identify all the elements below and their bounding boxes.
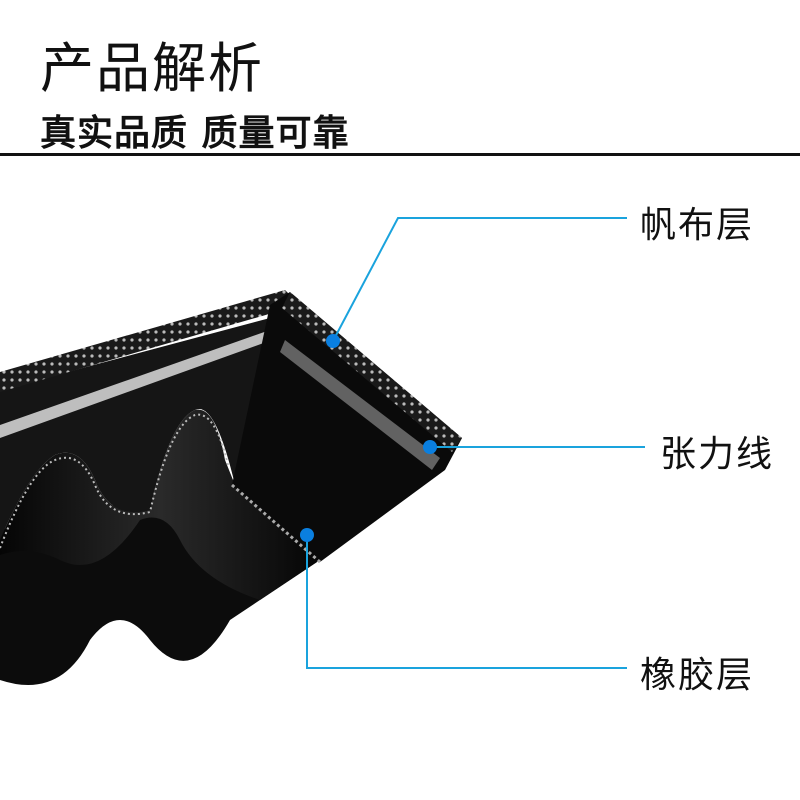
page-title: 产品解析 [40, 37, 264, 100]
callout-tension-cord [423, 440, 645, 454]
page-subtitle: 真实品质 质量可靠 [40, 113, 350, 154]
callout-label-tension-cord: 张力线 [660, 434, 775, 475]
callout-label-rubber-layer: 橡胶层 [640, 655, 755, 696]
callout-canvas-layer [326, 217, 627, 348]
callout-label-canvas-layer: 帆布层 [640, 205, 755, 246]
header-divider [0, 153, 800, 156]
callout-rubber-layer [300, 528, 627, 669]
v-belt [0, 290, 462, 685]
